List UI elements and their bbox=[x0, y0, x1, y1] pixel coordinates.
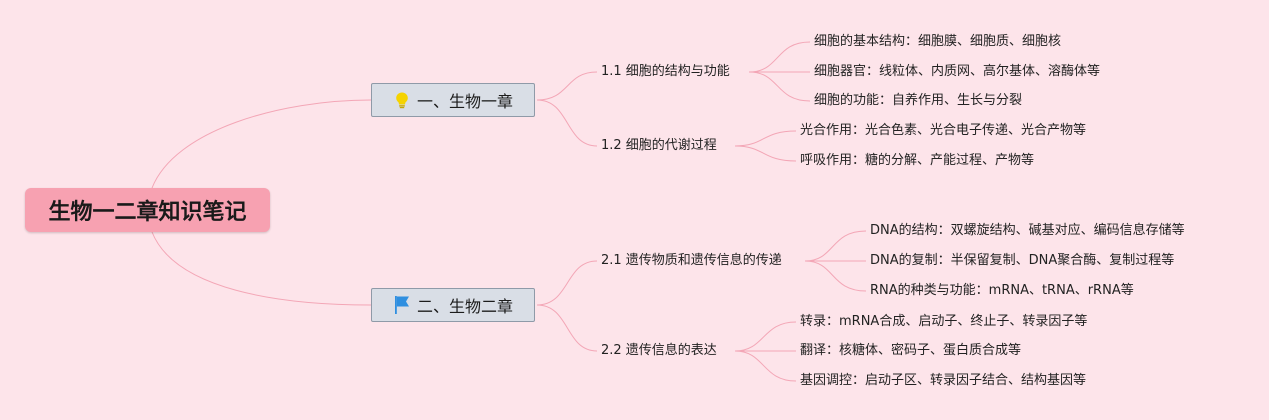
leaf-topic[interactable]: 转录：mRNA合成、启动子、终止子、转录因子等 bbox=[800, 314, 1088, 329]
leaf-topic[interactable]: 细胞的基本结构：细胞膜、细胞质、细胞核 bbox=[814, 34, 1062, 49]
leaf-topic[interactable]: 细胞的功能：自养作用、生长与分裂 bbox=[814, 93, 1023, 108]
chapter-topic-2[interactable]: 二、生物二章 bbox=[371, 288, 535, 322]
leaf-topic[interactable]: DNA的结构：双螺旋结构、碱基对应、编码信息存储等 bbox=[870, 223, 1185, 238]
chapter-topic-label: 二、生物二章 bbox=[416, 297, 513, 316]
root-topic-label: 生物一二章知识笔记 bbox=[48, 200, 247, 225]
section-topic-1-1[interactable]: 1.1 细胞的结构与功能 bbox=[601, 64, 730, 79]
leaf-topic[interactable]: RNA的种类与功能：mRNA、tRNA、rRNA等 bbox=[870, 283, 1134, 298]
section-topic-2-2[interactable]: 2.2 遗传信息的表达 bbox=[601, 343, 717, 358]
flag-icon bbox=[393, 295, 411, 315]
leaf-topic[interactable]: 光合作用：光合色素、光合电子传递、光合产物等 bbox=[800, 123, 1087, 138]
leaf-topic[interactable]: 翻译：核糖体、密码子、蛋白质合成等 bbox=[800, 343, 1022, 358]
leaf-topic[interactable]: 基因调控：启动子区、转录因子结合、结构基因等 bbox=[800, 373, 1087, 388]
root-topic[interactable]: 生物一二章知识笔记 bbox=[25, 188, 270, 232]
leaf-topic[interactable]: 呼吸作用：糖的分解、产能过程、产物等 bbox=[800, 153, 1035, 168]
section-topic-1-2[interactable]: 1.2 细胞的代谢过程 bbox=[601, 138, 717, 153]
leaf-topic[interactable]: DNA的复制：半保留复制、DNA聚合酶、复制过程等 bbox=[870, 253, 1175, 268]
section-topic-2-1[interactable]: 2.1 遗传物质和遗传信息的传递 bbox=[601, 253, 782, 268]
chapter-topic-1[interactable]: 一、生物一章 bbox=[371, 83, 535, 117]
lightbulb-icon bbox=[393, 91, 411, 109]
chapter-topic-label: 一、生物一章 bbox=[416, 92, 513, 111]
leaf-topic[interactable]: 细胞器官：线粒体、内质网、高尔基体、溶酶体等 bbox=[814, 64, 1101, 79]
